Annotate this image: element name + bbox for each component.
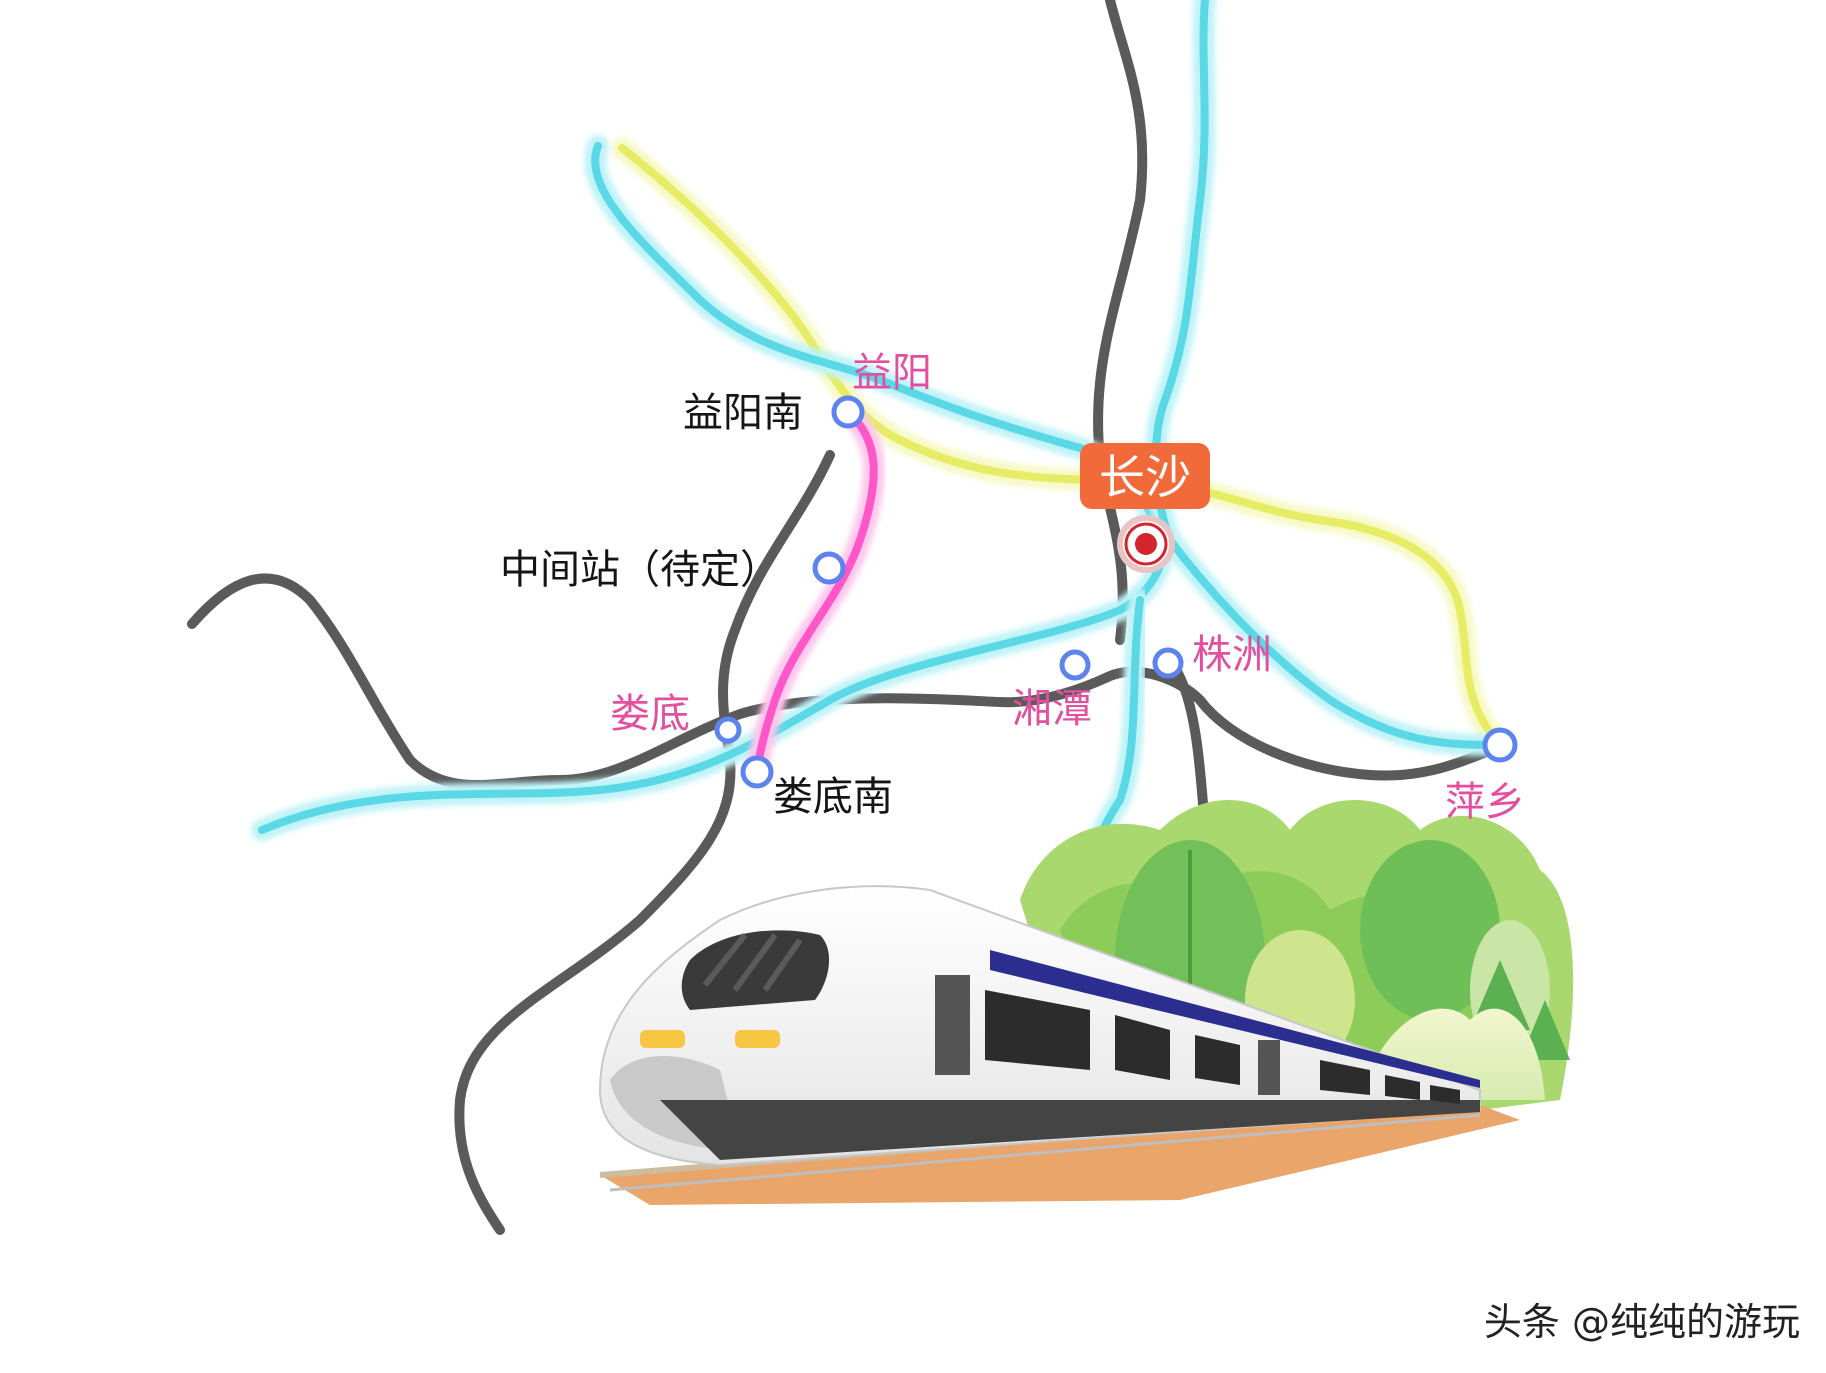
label-yiyang: 益阳 xyxy=(852,350,932,396)
station-marker-zhuzhou[interactable] xyxy=(1152,647,1184,679)
capital-badge xyxy=(1080,443,1210,509)
label-zhongjian: 中间站（待定） xyxy=(500,547,780,593)
gray-line-east xyxy=(1195,695,1515,781)
station-marker-yiyangnan[interactable] xyxy=(831,395,865,429)
capital-label: 长沙 xyxy=(1099,450,1191,504)
station-marker-xiangtan[interactable] xyxy=(1059,649,1091,681)
magenta-line-group xyxy=(746,401,885,783)
magenta-line-new xyxy=(753,408,878,776)
label-pingxiang: 萍乡 xyxy=(1445,779,1525,825)
stations xyxy=(714,395,1518,789)
label-loudi: 娄底 xyxy=(610,691,690,737)
gray-line-west xyxy=(187,573,1205,790)
train-illustration xyxy=(598,800,1574,1205)
label-xiangtan: 湘潭 xyxy=(1012,686,1092,732)
watermark: 头条 @纯纯的游玩 xyxy=(1484,1300,1800,1344)
label-yiyangnan: 益阳南 xyxy=(683,390,803,436)
gray-line-loudi-south xyxy=(454,450,835,1235)
capital-star-icon xyxy=(1135,533,1157,555)
gray-line-group xyxy=(187,0,1515,1235)
station-marker-zhongjian[interactable] xyxy=(812,551,846,585)
capital-marker[interactable] xyxy=(1080,443,1210,573)
station-marker-loudinan[interactable] xyxy=(740,755,774,789)
high-speed-train-icon xyxy=(598,885,1481,1167)
gray-line-north-south xyxy=(1093,0,1148,645)
station-marker-loudi[interactable] xyxy=(714,716,742,744)
label-zhuzhou: 株洲 xyxy=(1192,632,1272,678)
station-labels: 长沙 益阳 益阳南 中间站（待定） 娄底 娄底南 湘潭 株洲 萍乡 xyxy=(500,350,1525,825)
label-loudinan: 娄底南 xyxy=(773,774,893,820)
station-marker-pingxiang[interactable] xyxy=(1482,727,1518,763)
